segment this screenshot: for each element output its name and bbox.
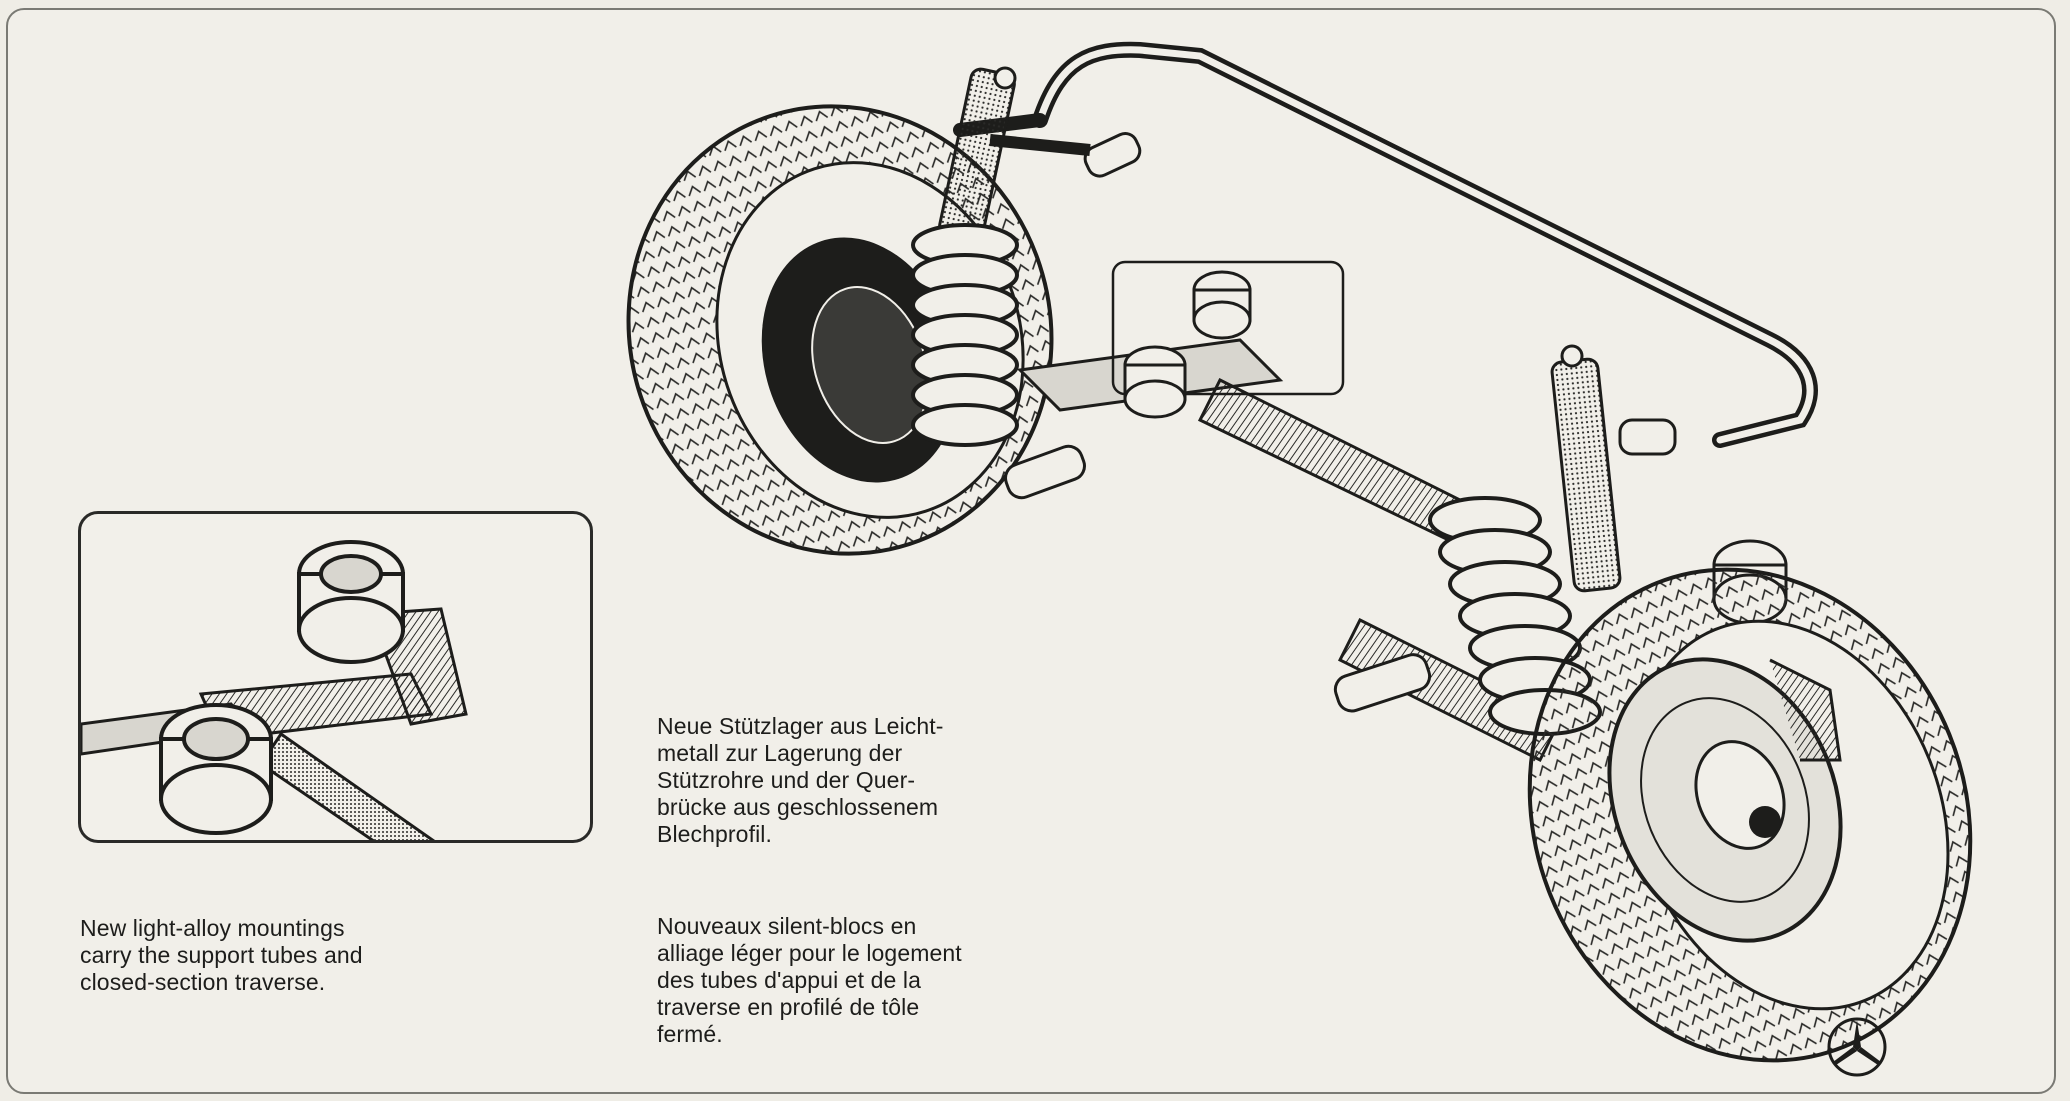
caption-french: Nouveaux silent-blocs en alliage léger p… <box>657 913 962 1047</box>
left-wheel <box>626 104 1054 556</box>
left-bushings <box>989 132 1142 500</box>
mounting-detail-inset <box>78 511 593 843</box>
caption-english: New light-alloy mountings carry the supp… <box>80 915 363 995</box>
mounting-highlight <box>1111 260 1345 419</box>
right-wheel <box>1527 567 1973 1063</box>
caption-german: Neue Stützlager aus Leicht- metall zur L… <box>657 713 944 847</box>
left-strut <box>911 66 1019 447</box>
three-pointed-star-icon <box>1827 1017 1887 1077</box>
